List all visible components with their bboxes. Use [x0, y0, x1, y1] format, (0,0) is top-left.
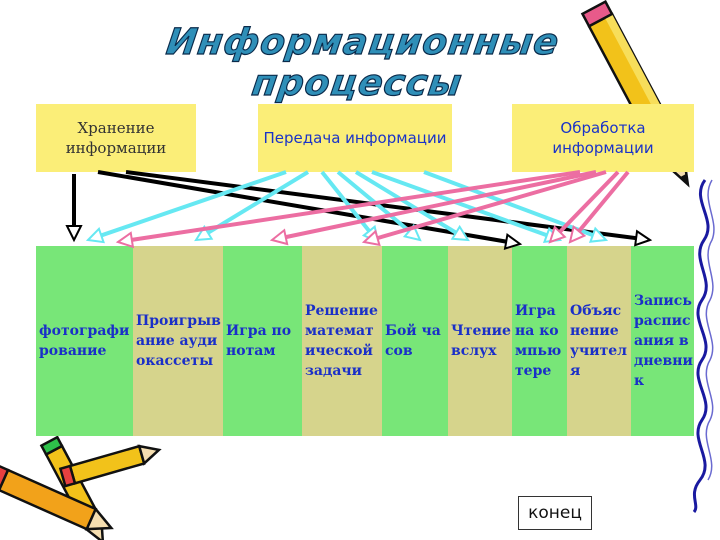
activity-diary: Запись расписания в дневник — [631, 246, 694, 436]
arrow-processing-math — [361, 170, 607, 247]
activity-reading: Чтение вслух — [448, 246, 512, 436]
arrow-storage-diary — [125, 170, 653, 247]
category-processing: Обработка информации — [512, 104, 694, 172]
activities-row: фотографирование Проигрывание аудиокассе… — [36, 246, 694, 436]
arrow-processing-photo — [115, 170, 581, 249]
arrow-transfer-photo — [85, 170, 287, 244]
category-storage: Хранение информации — [36, 104, 196, 172]
activity-clock: Бой часов — [382, 246, 448, 436]
arrow-transfer-cassette — [194, 170, 310, 242]
arrow-processing-computer — [548, 170, 620, 244]
activity-computer-game: Игра на компьютере — [512, 246, 567, 436]
arrow-transfer-reading — [354, 170, 470, 242]
end-button[interactable]: конец — [518, 496, 592, 530]
activity-notes: Игра по нотам — [223, 246, 302, 436]
activity-photography: фотографирование — [36, 246, 133, 436]
activity-cassette: Проигрывание аудиокассеты — [133, 246, 223, 436]
arrow-storage-photo — [65, 174, 83, 243]
activity-teacher: Объяснение учителя — [567, 246, 631, 436]
category-transfer: Передача информации — [258, 104, 452, 172]
arrow-storage-computer — [97, 170, 523, 250]
arrow-processing-teacher — [568, 170, 630, 244]
arrow-processing-notes — [269, 170, 597, 246]
activity-math: Решение математической задачи — [302, 246, 382, 436]
